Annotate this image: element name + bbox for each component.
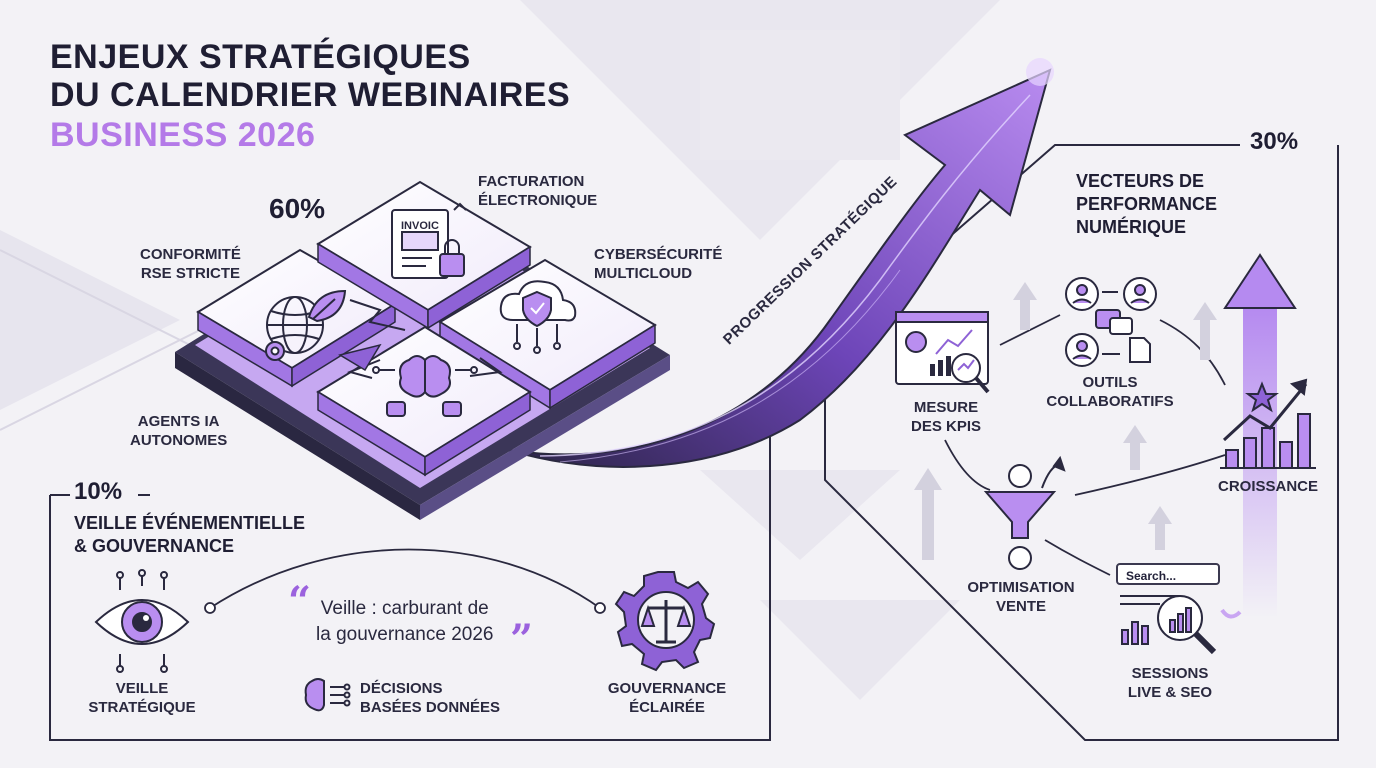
gear-scale-icon [614,571,716,672]
label-optimisation: OPTIMISATION VENTE [967,579,1075,615]
label-outils: OUTILS COLLABORATIFS [1046,374,1174,410]
tile-conformite [196,248,397,388]
faint-up-arrows [914,282,1217,560]
sales-funnel-icon [983,455,1066,570]
label-conformite: CONFORMITÉ RSE STRICTE [140,246,241,282]
performance-percent: 30% [1246,128,1303,156]
label-cyber: CYBERSÉCURITÉ MULTICLOUD [594,246,723,282]
label-facturation: FACTURATION ÉLECTRONIQUE [478,173,598,209]
invoice-text: INVOIC [401,220,439,232]
quote-open-icon: “ [288,578,312,625]
label-veille-strategique: VEILLE STRATÉGIQUE [88,680,196,716]
growth-up-arrow [1220,253,1297,619]
label-kpis: MESURE DES KPIs [910,399,982,435]
seo-search-icon [1120,595,1217,655]
title-line-1: ENJEUX STRATÉGIQUES [50,38,471,76]
central-percent: 60% [269,193,326,224]
brain-network-icon [304,678,351,712]
veille-heading: VEILLE ÉVÉNEMENTIELLE & GOUVERNANCE [74,513,306,556]
performance-heading: VECTEURS DE PERFORMANCE NUMÉRIQUE [1076,171,1218,237]
growth-chart-icon [1220,378,1316,469]
label-gouvernance: GOUVERNANCE ÉCLAIRÉE [607,680,727,716]
brain-robots-icon [372,355,478,417]
label-sessions: SESSIONS LIVE & SEO [1127,665,1213,701]
title-line-3: BUSINESS 2026 [50,116,316,154]
cloud-shield-icon [499,280,577,354]
invoice-lock-icon [391,202,467,279]
label-croissance: CROISSANCE [1217,478,1318,495]
title-line-2: DU CALENDRIER WEBINAIRES [50,76,571,114]
kpi-dashboard-icon [895,311,990,394]
globe-leaf-icon [265,289,347,361]
search-box: Search... [1116,563,1220,585]
veille-percent: 10% [70,478,127,506]
eye-icon [94,569,190,673]
quote-close-icon: ” [510,616,534,663]
collaboration-icon [1065,277,1157,367]
label-agents: AGENTS IA AUTONOMES [130,413,228,449]
label-decisions: DÉCISIONS BASÉES DONNÉES [360,680,501,716]
veille-quote: Veille : carburant de la gouvernance 202… [316,598,494,645]
